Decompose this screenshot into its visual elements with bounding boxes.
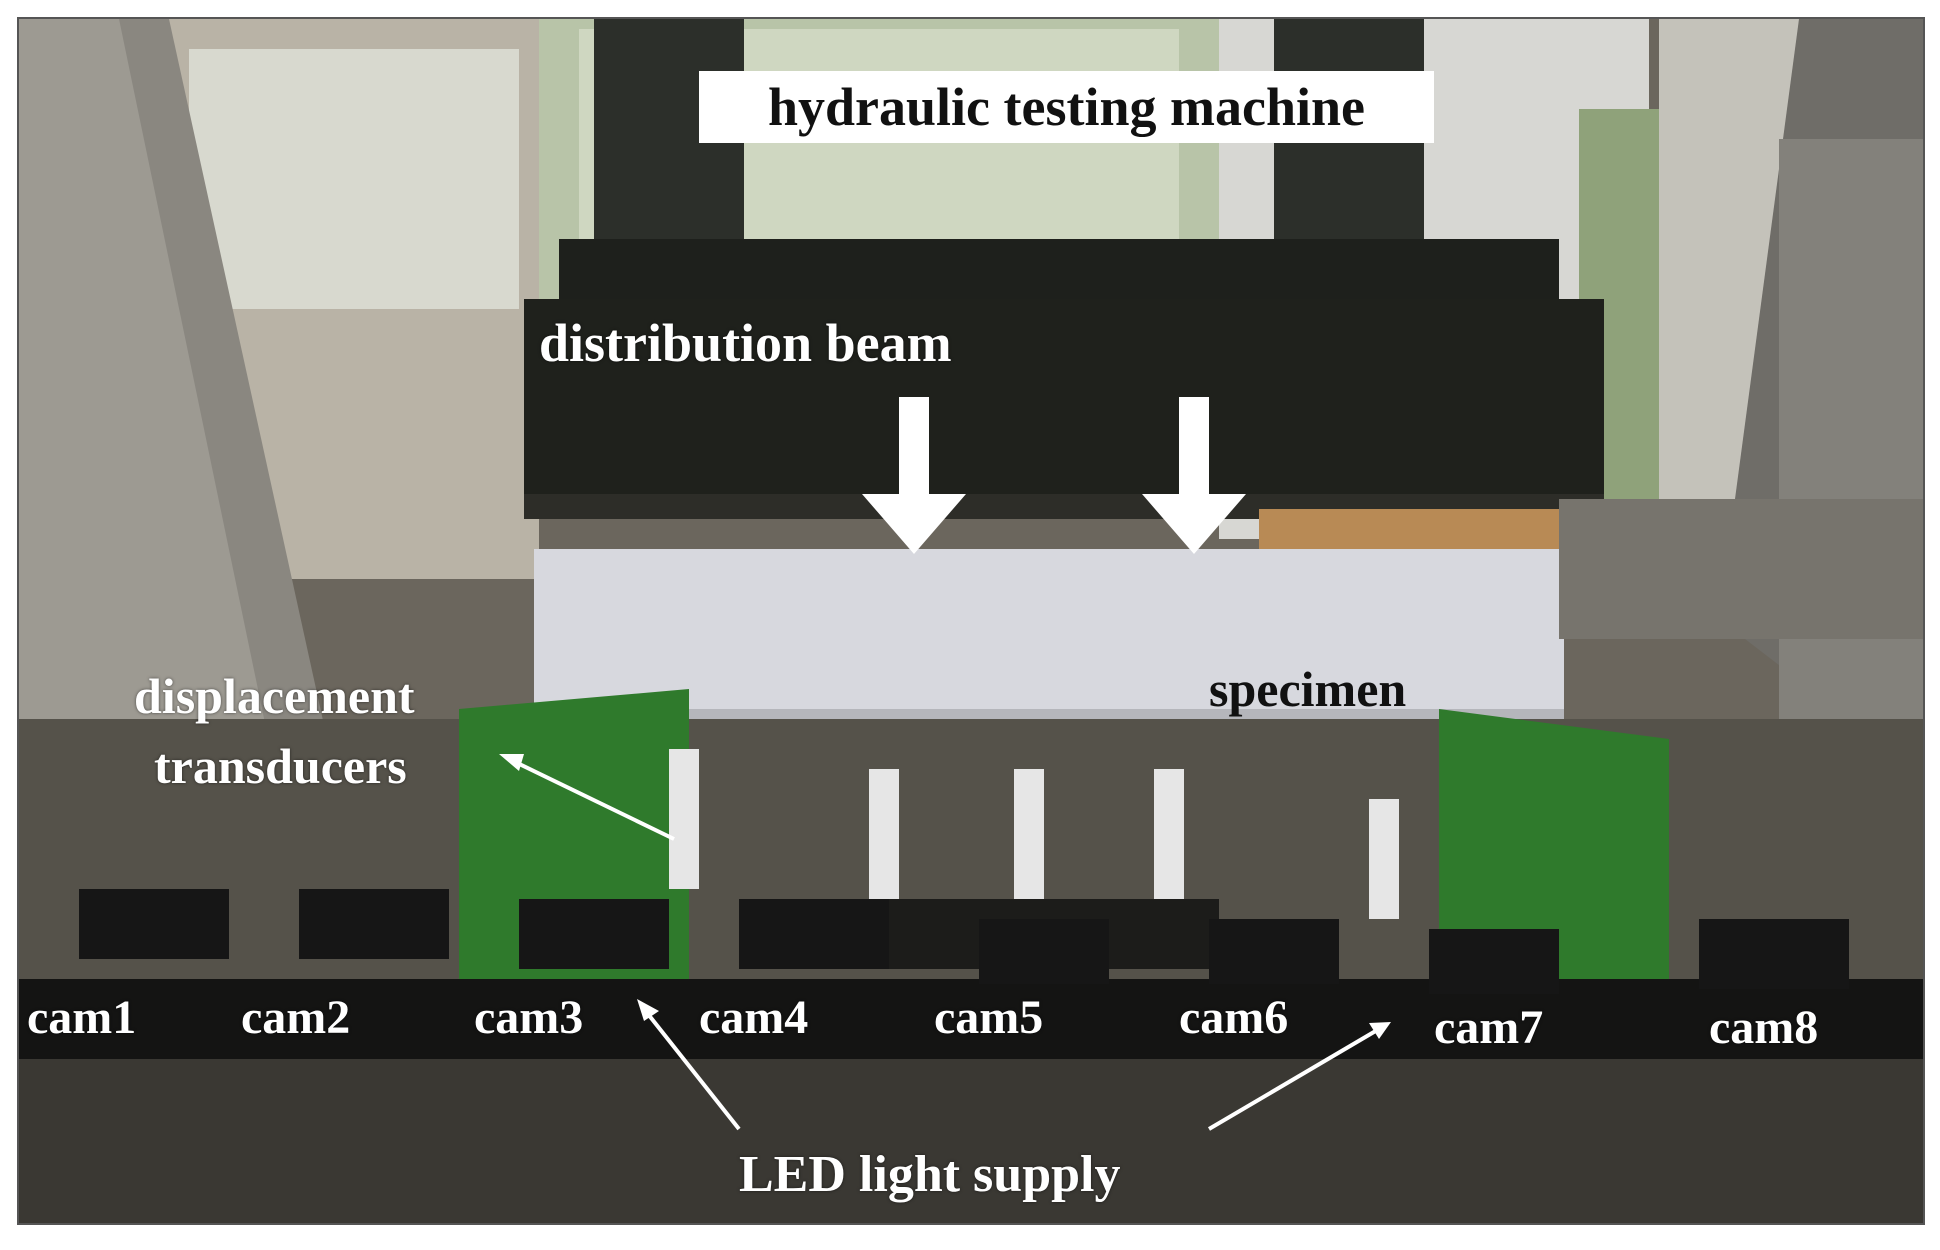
camera-body-8 [1699,919,1849,989]
scene-drawing [19,19,1923,1223]
load-arrow-right [1142,397,1246,554]
camera-body-4 [739,899,889,969]
cam-label-4: cam4 [699,991,809,1044]
lab-photo: hydraulic testing machine distribution b… [17,17,1925,1225]
camera-body-7 [1429,929,1559,994]
cam-label-2: cam2 [241,991,351,1044]
load-arrow-left [862,397,966,554]
transducers-label-line2: transducers [154,738,407,794]
camera-body-6 [1209,919,1339,984]
cam-label-3: cam3 [474,991,584,1044]
transducer-pointer-arrow [508,757,675,841]
led-pointer-arrow-left [642,1007,741,1131]
cam-label-6: cam6 [1179,991,1289,1044]
machine-column-left [594,19,744,279]
camera-rail [19,979,1923,1059]
machine-label: hydraulic testing machine [767,77,1365,137]
beam-label: distribution beam [539,313,952,373]
camera-body-5 [979,919,1109,984]
transducers-label-line1: displacement [134,668,415,724]
cam-label-5: cam5 [934,991,1044,1044]
machine-label-box: hydraulic testing machine [699,71,1434,143]
cam-label-7: cam7 [1434,1001,1544,1054]
led-label: LED light supply [739,1146,1121,1203]
camera-body-2 [299,889,449,959]
support-right [1439,709,1669,999]
cam-label-1: cam1 [27,991,137,1044]
led-pointer-arrow-right [1207,1027,1381,1131]
camera-body-1 [79,889,229,959]
machine-column-right [1274,19,1424,279]
camera-body-3 [519,899,669,969]
specimen-label: specimen [1209,661,1407,717]
distribution-beam [524,299,1604,509]
specimen-beam [534,549,1564,719]
cam-label-8: cam8 [1709,1001,1819,1054]
